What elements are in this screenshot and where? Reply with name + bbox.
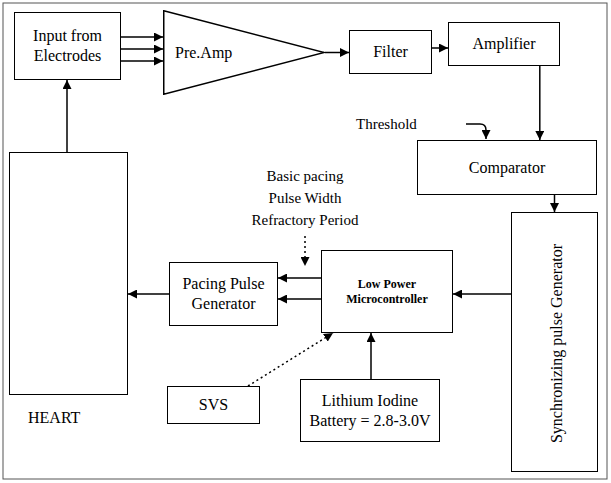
microcontroller-box: Low Power Microcontroller bbox=[321, 250, 453, 333]
node-text: Synchronizing pulse Generator bbox=[512, 213, 599, 473]
comparator-box: Comparator bbox=[417, 140, 597, 195]
node-text: Comparator bbox=[465, 158, 549, 178]
signal-arrow bbox=[453, 293, 511, 295]
amplifier-box: Amplifier bbox=[448, 22, 560, 66]
signal-arrow bbox=[370, 333, 372, 379]
preamp-triangle: Pre.Amp bbox=[163, 10, 325, 95]
node-text: Input from Electrodes bbox=[15, 26, 120, 66]
svs-box: SVS bbox=[167, 386, 260, 424]
node-text: Pacing Pulse Generator bbox=[170, 274, 277, 314]
signal-arrow bbox=[325, 52, 349, 54]
signal-arrow bbox=[121, 60, 163, 62]
settings-label: Basic pacing Pulse Width Refractory Peri… bbox=[250, 166, 360, 231]
node-text: SVS bbox=[195, 395, 232, 415]
triangle-shape bbox=[164, 11, 325, 95]
signal-arrow bbox=[121, 48, 163, 50]
signal-arrow bbox=[66, 80, 68, 152]
threshold-label: Threshold bbox=[356, 114, 466, 136]
signal-arrow bbox=[278, 298, 321, 300]
outer-frame bbox=[3, 3, 607, 479]
battery-box: Lithium Iodine Battery = 2.8-3.0V bbox=[300, 379, 440, 442]
settings-arrow bbox=[304, 236, 306, 266]
node-text: Pre.Amp bbox=[171, 43, 236, 63]
sync-generator-box: Synchronizing pulse Generator bbox=[511, 212, 598, 472]
signal-arrow bbox=[121, 36, 163, 38]
heart-box: HEART bbox=[9, 152, 128, 395]
input-box: Input from Electrodes bbox=[14, 12, 121, 80]
node-text: Lithium Iodine Battery = 2.8-3.0V bbox=[301, 391, 439, 431]
signal-arrow bbox=[554, 195, 556, 212]
signal-arrow bbox=[278, 277, 321, 279]
pacing-generator-box: Pacing Pulse Generator bbox=[169, 262, 278, 326]
signal-arrow bbox=[432, 47, 448, 49]
node-text: Filter bbox=[369, 42, 412, 62]
threshold-arrow bbox=[466, 124, 486, 139]
signal-arrow bbox=[128, 293, 169, 295]
filter-box: Filter bbox=[349, 30, 432, 74]
signal-arrow bbox=[539, 66, 541, 140]
node-text: HEART bbox=[28, 408, 80, 428]
node-text: Amplifier bbox=[468, 34, 539, 54]
node-text: Low Power Microcontroller bbox=[322, 277, 452, 307]
